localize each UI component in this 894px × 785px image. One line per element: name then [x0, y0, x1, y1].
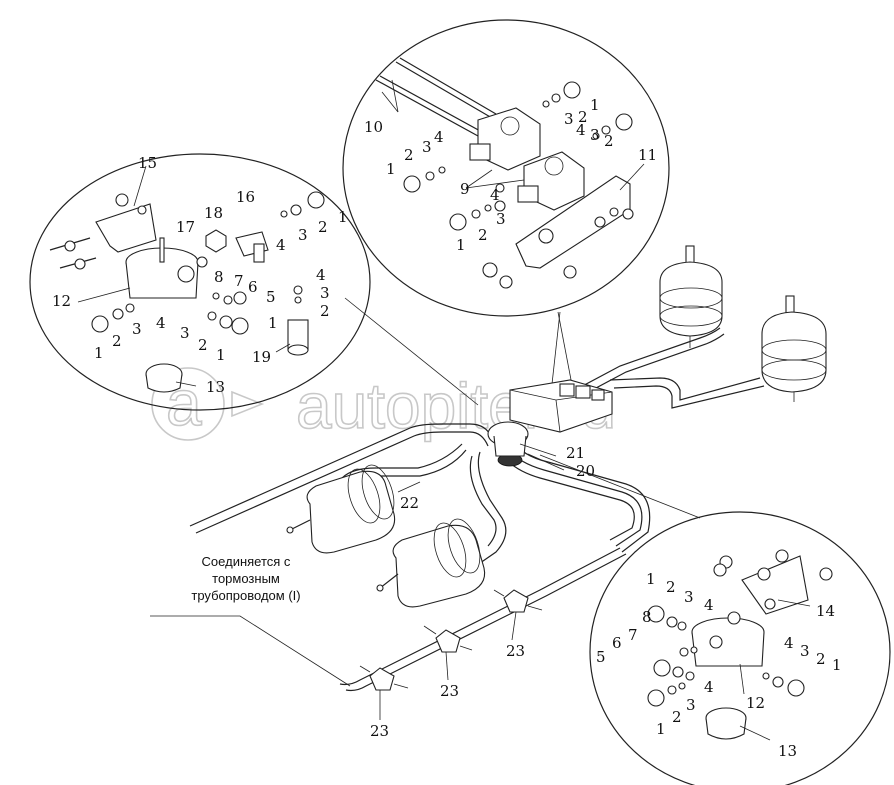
callout-17: 17	[176, 218, 195, 236]
brake-chamber-left-1	[286, 464, 396, 554]
callout-leaders	[77, 79, 811, 741]
callout-1: 1	[268, 314, 278, 332]
callout-2: 2	[404, 146, 414, 164]
callout-1: 1	[656, 720, 666, 738]
spring-brake-chamber-right-1	[659, 245, 723, 348]
callout-2: 2	[672, 708, 682, 726]
callout-3: 3	[590, 126, 600, 144]
callout-4: 4	[704, 596, 714, 614]
callout-2: 2	[320, 302, 330, 320]
callout-4: 4	[316, 266, 326, 284]
callout-22: 22	[400, 494, 419, 512]
callout-4: 4	[490, 186, 500, 204]
callout-3: 3	[686, 696, 696, 714]
callout-4: 4	[434, 128, 444, 146]
detail-circle-top	[342, 19, 670, 317]
leader-top-circle-a	[557, 311, 573, 386]
leader-right-circle	[539, 454, 701, 519]
leader-top-circle-b	[551, 311, 561, 385]
callout-4: 4	[704, 678, 714, 696]
callout-3: 3	[422, 138, 432, 156]
callout-2: 2	[604, 132, 614, 150]
callout-13: 13	[206, 378, 225, 396]
callout-1: 1	[832, 656, 842, 674]
callout-1: 1	[386, 160, 396, 178]
callout-2: 2	[666, 578, 676, 596]
callout-23: 23	[370, 722, 389, 740]
callout-3: 3	[800, 642, 810, 660]
caption-line-2: тормозным	[212, 571, 280, 586]
top-detail-parts	[375, 57, 634, 289]
callout-11: 11	[638, 146, 657, 164]
callout-14: 14	[816, 602, 835, 620]
callout-20: 20	[576, 462, 595, 480]
callout-4: 4	[276, 236, 286, 254]
callout-1: 1	[216, 346, 226, 364]
callout-23: 23	[506, 642, 525, 660]
detail-circle-right	[589, 511, 891, 785]
caption-line-1: Соединяется с	[202, 554, 291, 569]
right-detail-parts	[647, 549, 833, 740]
callout-3: 3	[320, 284, 330, 302]
callout-numbers: 10 1 2 3 4 9 1 2 3 4 3 2 11 4 3 2 1 15 1…	[52, 96, 842, 760]
callout-8: 8	[214, 268, 224, 286]
callout-12: 12	[746, 694, 765, 712]
callout-13: 13	[778, 742, 797, 760]
callout-7: 7	[628, 626, 638, 644]
callout-2: 2	[816, 650, 826, 668]
callout-3: 3	[180, 324, 190, 342]
callout-2: 2	[578, 108, 588, 126]
callout-3: 3	[298, 226, 308, 244]
pipe-bracket-2	[423, 625, 473, 653]
callout-6: 6	[612, 634, 622, 652]
callout-1: 1	[590, 96, 600, 114]
callout-5: 5	[596, 648, 606, 666]
callout-3: 3	[684, 588, 694, 606]
callout-3: 3	[564, 110, 574, 128]
callout-5: 5	[266, 288, 276, 306]
callout-12: 12	[52, 292, 71, 310]
callout-2: 2	[318, 218, 328, 236]
callout-1: 1	[94, 344, 104, 362]
left-detail-parts	[49, 191, 325, 393]
detail-circle-left	[29, 153, 371, 411]
callout-4: 4	[576, 121, 586, 139]
callout-3: 3	[496, 210, 506, 228]
leader-left-circle	[344, 297, 479, 406]
spring-brake-chamber-right-2	[761, 295, 827, 402]
callout-4: 4	[156, 314, 166, 332]
callout-10: 10	[364, 118, 383, 136]
callout-18: 18	[204, 204, 223, 222]
callout-1: 1	[646, 570, 656, 588]
brake-chamber-left-2	[376, 518, 486, 608]
caption-line-3: трубопроводом (I)	[191, 588, 300, 603]
pipe-bracket-3	[493, 589, 543, 613]
callout-8: 8	[642, 608, 652, 626]
callout-16: 16	[236, 188, 255, 206]
connection-caption: Соединяется с тормозным трубопроводом (I…	[191, 554, 300, 603]
callout-1: 1	[456, 236, 466, 254]
pipe-bracket-1	[359, 665, 409, 691]
central-valve-block	[487, 379, 613, 467]
callout-15: 15	[138, 154, 157, 172]
callout-4: 4	[784, 634, 794, 652]
callout-1: 1	[338, 208, 348, 226]
callout-2: 2	[112, 332, 122, 350]
callout-6: 6	[248, 278, 258, 296]
callout-3: 3	[132, 320, 142, 338]
callout-23: 23	[440, 682, 459, 700]
callout-21: 21	[566, 444, 585, 462]
callout-19: 19	[252, 348, 271, 366]
callout-9: 9	[460, 180, 470, 198]
callout-2: 2	[478, 226, 488, 244]
callout-2: 2	[198, 336, 208, 354]
callout-7: 7	[234, 272, 244, 290]
